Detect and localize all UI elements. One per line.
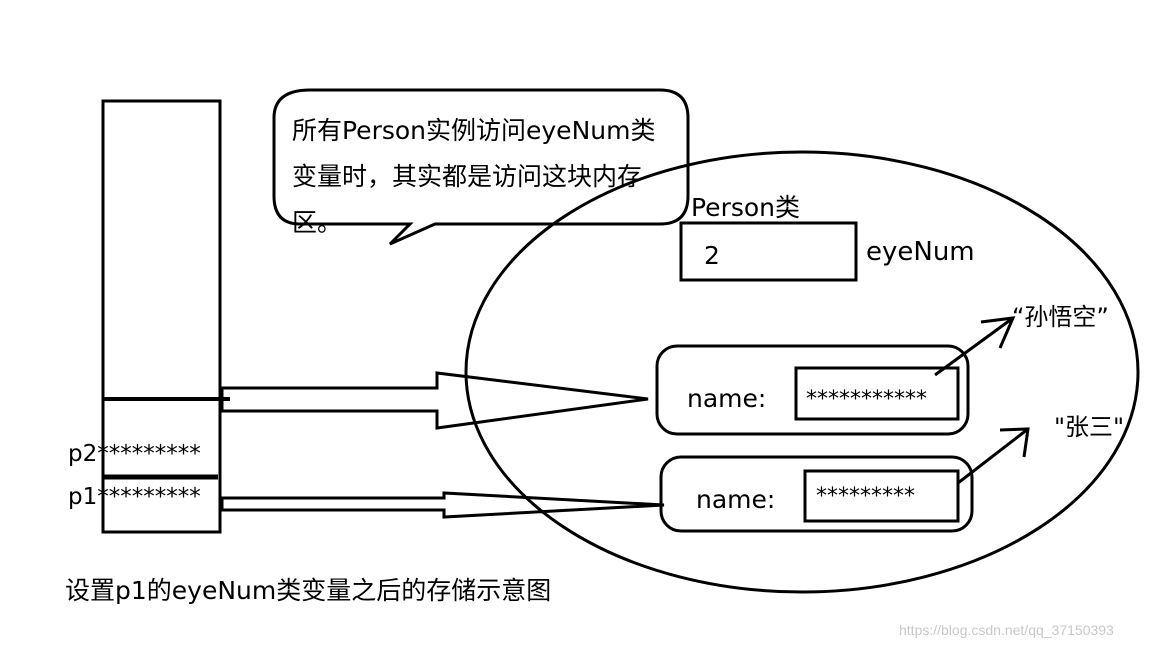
object-2-field-value: ********* (816, 484, 915, 509)
object-1-field-label: name: (687, 384, 767, 413)
diagram-caption: 设置p1的eyeNum类变量之后的存储示意图 (65, 576, 552, 605)
string-1-label: “孙悟空” (1012, 303, 1109, 331)
arrow-p1-to-object-2 (220, 491, 665, 519)
object-1-box (655, 344, 970, 436)
watermark-text: https://blog.csdn.net/qq_37150393 (899, 622, 1114, 638)
pointer-to-string-1 (934, 316, 1014, 377)
object-1-field-box (794, 366, 960, 421)
stack-p2-label: p2********* (68, 441, 201, 467)
stack-column (101, 99, 222, 534)
callout-bubble (272, 88, 690, 246)
class-label: Person类 (691, 193, 801, 222)
object-2-field-box (803, 469, 960, 523)
heap-ellipse (464, 150, 1140, 594)
stack-p1-label: p1********* (68, 484, 201, 510)
arrow-p2-to-object-1 (220, 371, 649, 430)
object-2-field-label: name: (696, 485, 776, 514)
pointer-head-1 (980, 316, 1016, 349)
pointer-to-string-2 (957, 427, 1029, 485)
class-var-box (679, 221, 858, 282)
class-var-name: eyeNum (866, 237, 975, 267)
object-1-field-value: *********** (806, 387, 927, 412)
string-2-label: "张三" (1054, 413, 1125, 441)
object-2-box (659, 455, 974, 533)
class-var-value: 2 (704, 241, 720, 270)
pointer-head-2 (999, 427, 1030, 458)
callout-text: 所有Person实例访问eyeNum类变量时，其实都是访问这块内存区。 (292, 116, 656, 237)
